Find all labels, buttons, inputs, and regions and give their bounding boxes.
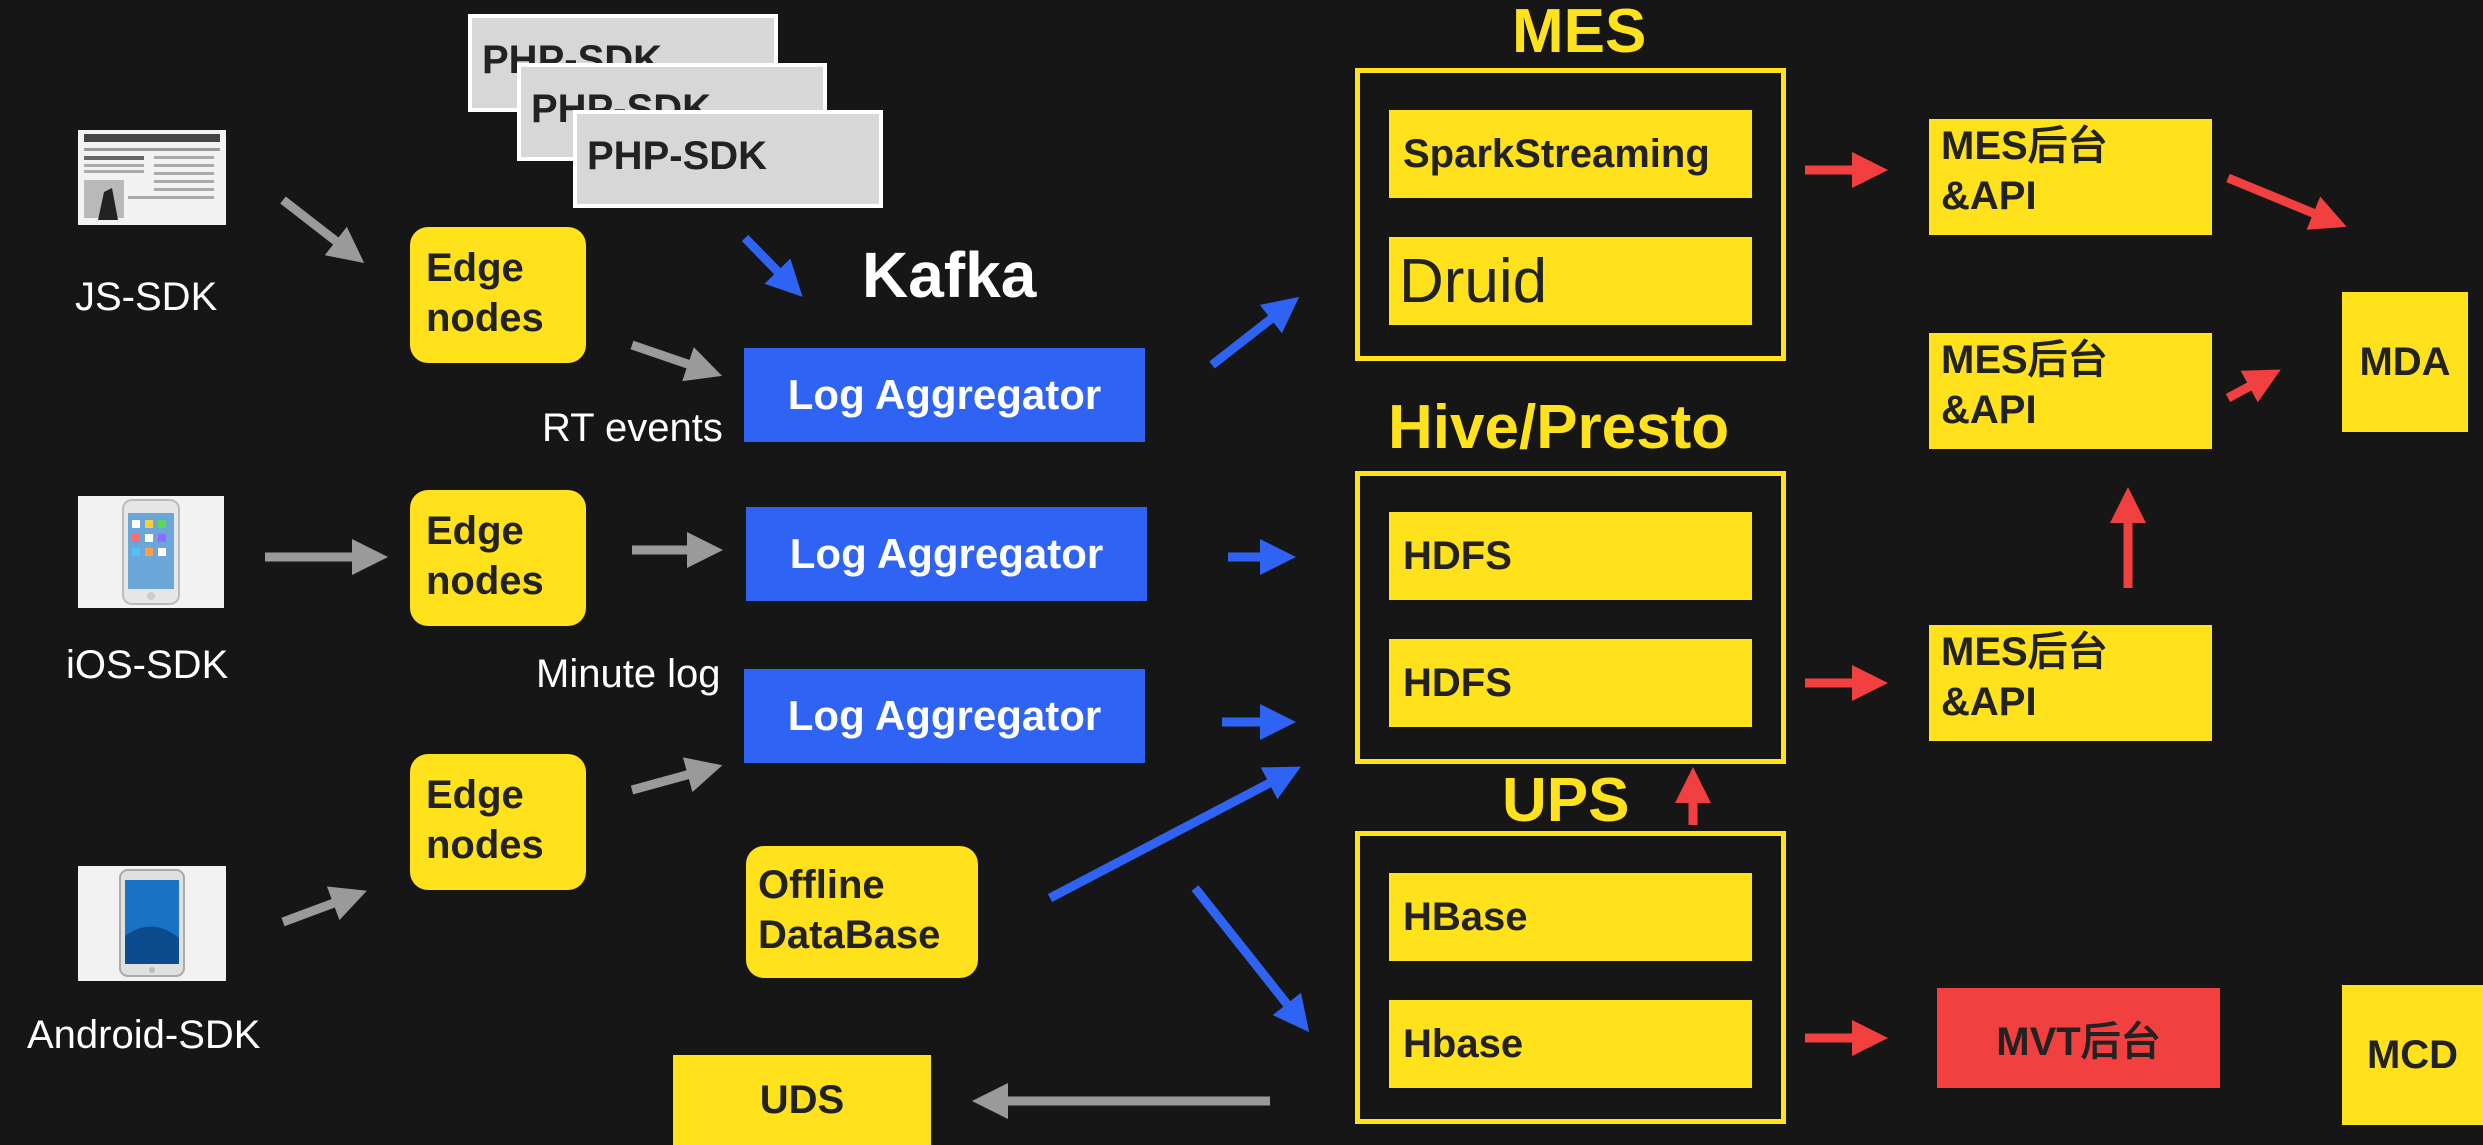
log-aggregator-3: Log Aggregator [744, 669, 1145, 763]
mes-api-box-2-line1: MES后台 [1941, 338, 2108, 382]
mvt-box: MVT后台 [1937, 988, 2220, 1088]
hive-frame [1355, 471, 1786, 764]
edge-nodes-2-line1: Edge [426, 509, 524, 553]
ups-title: UPS [1502, 766, 1630, 835]
edge-nodes-1-line2: nodes [426, 296, 544, 340]
offline-database: Offline DataBase [746, 846, 978, 978]
edge-nodes-3-line2: nodes [426, 823, 544, 867]
arrow-edge1-to-agg [630, 340, 723, 382]
mda-box: MDA [2342, 292, 2468, 432]
arrow-offline-to-ups [1191, 885, 1310, 1033]
js-sdk-label: JS-SDK [75, 275, 218, 319]
mes-frame [1355, 68, 1786, 361]
hbase-box-1: HBase [1389, 873, 1752, 961]
edge-nodes-2: Edge nodes [410, 490, 586, 626]
arrow-js-to-edge [280, 196, 365, 264]
ios-sdk-thumbnail [78, 496, 224, 608]
php-sdk-card-3: PHP-SDK [573, 110, 883, 208]
edge-nodes-1-line1: Edge [426, 246, 524, 290]
log-aggregator-1: Log Aggregator [744, 348, 1145, 442]
mes-title: MES [1512, 0, 1647, 66]
mcd-box: MCD [2342, 985, 2483, 1125]
hdfs-box-1: HDFS [1389, 512, 1752, 600]
offline-database-line1: Offline [758, 863, 885, 907]
ios-sdk-label: iOS-SDK [66, 643, 229, 687]
druid-box: Druid [1389, 237, 1752, 325]
arrow-api2-to-mda [2225, 369, 2281, 403]
android-sdk-thumbnail [78, 866, 226, 981]
mes-api-box-1-line1: MES后台 [1941, 124, 2108, 168]
log-aggregator-2: Log Aggregator [746, 507, 1147, 601]
arrow-agg1-to-mes [1209, 296, 1300, 369]
arrow-offline-to-hive [1047, 766, 1301, 902]
hive-presto-title: Hive/Presto [1388, 393, 1730, 462]
edge-nodes-3: Edge nodes [410, 754, 586, 890]
android-sdk-label: Android-SDK [27, 1013, 261, 1057]
mes-api-box-3: MES后台 &API [1929, 625, 2212, 741]
edge-nodes-1: Edge nodes [410, 227, 586, 363]
mes-api-box-2: MES后台 &API [1929, 333, 2212, 449]
offline-database-line2: DataBase [758, 913, 941, 957]
minute-log-label: Minute log [536, 652, 721, 696]
rt-events-label: RT events [542, 406, 723, 450]
kafka-title: Kafka [862, 239, 1037, 311]
mes-api-box-1-line2: &API [1941, 174, 2037, 218]
edge-nodes-2-line2: nodes [426, 559, 544, 603]
arrow-api1-to-mda [2226, 173, 2347, 230]
mes-api-box-2-line2: &API [1941, 388, 2037, 432]
js-sdk-thumbnail [78, 130, 226, 225]
hbase-box-2: Hbase [1389, 1000, 1752, 1088]
sparkstreaming-box: SparkStreaming [1389, 110, 1752, 198]
arrow-android-to-edge [281, 886, 367, 927]
arrow-php-to-kafka [741, 234, 803, 297]
mes-api-box-3-line2: &API [1941, 680, 2037, 724]
edge-nodes-3-line1: Edge [426, 773, 524, 817]
hdfs-box-2: HDFS [1389, 639, 1752, 727]
ups-frame [1355, 831, 1786, 1124]
mes-api-box-1: MES后台 &API [1929, 119, 2212, 235]
mes-api-box-3-line1: MES后台 [1941, 630, 2108, 674]
arrow-edge3-to-agg [630, 757, 723, 795]
uds-box: UDS [673, 1055, 931, 1145]
